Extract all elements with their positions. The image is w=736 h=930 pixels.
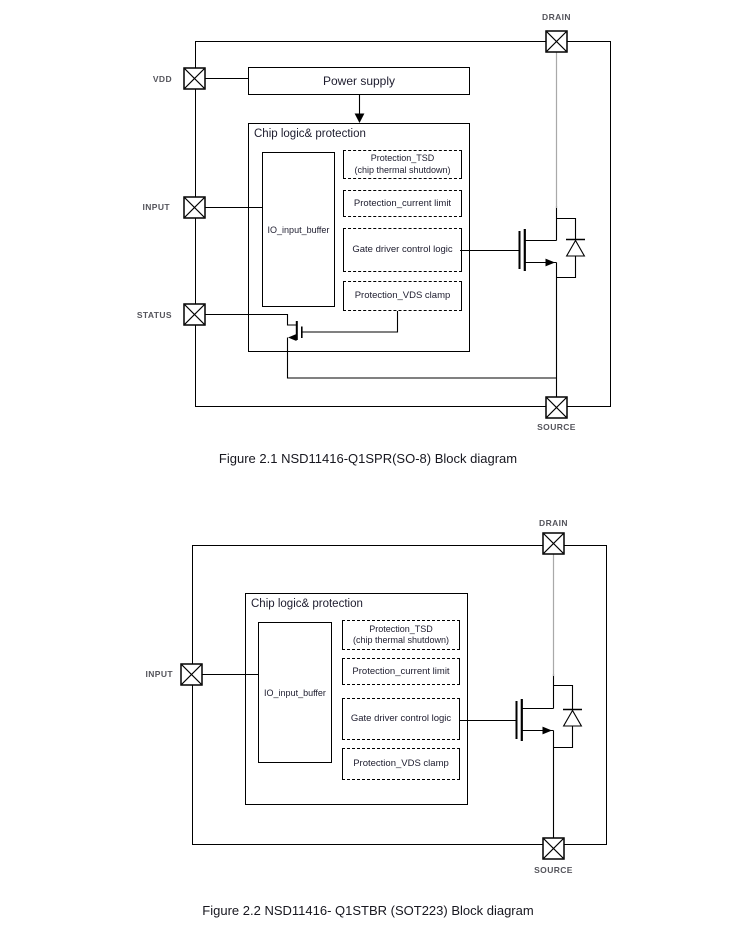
fig2-gate-driver-block: Gate driver control logic <box>342 698 460 740</box>
fig1-protection-tsd-block: Protection_TSD (chip thermal shutdown) <box>343 150 462 179</box>
fig2-chip-logic-block: Chip logic& protection <box>245 593 468 805</box>
fig1-protection-tsd-line2: (chip thermal shutdown) <box>354 164 451 175</box>
fig1-pin-label-source: SOURCE <box>537 422 576 432</box>
fig1-pin-label-vdd: VDD <box>152 74 172 84</box>
fig1-gate-driver-label: Gate driver control logic <box>352 244 453 256</box>
fig1-protection-current-limit-block: Protection_current limit <box>343 190 462 217</box>
fig1-pin-label-input: INPUT <box>142 202 170 212</box>
fig1-io-input-buffer-block: IO_input_buffer <box>262 152 335 307</box>
fig2-pin-label-drain: DRAIN <box>539 518 568 528</box>
fig2-io-input-buffer-label: IO_input_buffer <box>264 687 326 698</box>
fig1-device-outline <box>195 41 611 407</box>
fig1-protection-tsd-line1: Protection_TSD <box>370 153 435 164</box>
fig1-protection-vds-clamp-block: Protection_VDS clamp <box>343 281 462 311</box>
fig2-protection-vds-clamp-label: Protection_VDS clamp <box>353 758 449 770</box>
fig2-pin-label-source: SOURCE <box>534 865 573 875</box>
fig2-device-outline <box>192 545 607 845</box>
fig2-caption: Figure 2.2 NSD11416- Q1STBR (SOT223) Blo… <box>202 903 534 918</box>
fig2-chip-logic-label: Chip logic& protection <box>251 598 363 610</box>
fig1-pin-label-status: STATUS <box>136 310 172 320</box>
fig1-power-supply-label: Power supply <box>322 74 396 88</box>
fig2-protection-tsd-line1: Protection_TSD <box>369 623 433 634</box>
fig1-pin-label-drain: DRAIN <box>542 12 571 22</box>
fig1-chip-logic-label: Chip logic& protection <box>254 128 366 140</box>
fig1-io-input-buffer-label: IO_input_buffer <box>267 224 330 235</box>
fig1-protection-vds-clamp-label: Protection_VDS clamp <box>354 290 451 302</box>
fig2-protection-vds-clamp-block: Protection_VDS clamp <box>342 748 460 780</box>
fig1-protection-current-limit-label: Protection_current limit <box>353 197 452 209</box>
fig1-gate-driver-block: Gate driver control logic <box>343 228 462 272</box>
fig2-protection-current-limit-label: Protection_current limit <box>352 665 450 677</box>
fig2-protection-tsd-line2: (chip thermal shutdown) <box>352 635 450 645</box>
fig1-power-supply-block: Power supply <box>248 67 470 95</box>
fig2-io-input-buffer-block: IO_input_buffer <box>258 622 332 763</box>
fig2-protection-current-limit-block: Protection_current limit <box>342 658 460 685</box>
fig2-gate-driver-label: Gate driver control logic <box>350 713 452 725</box>
fig2-pin-label-input: INPUT <box>145 669 173 679</box>
fig1-caption: Figure 2.1 NSD11416-Q1SPR(SO-8) Block di… <box>218 451 518 466</box>
fig2-protection-tsd-block: Protection_TSD (chip thermal shutdown) <box>342 620 460 650</box>
